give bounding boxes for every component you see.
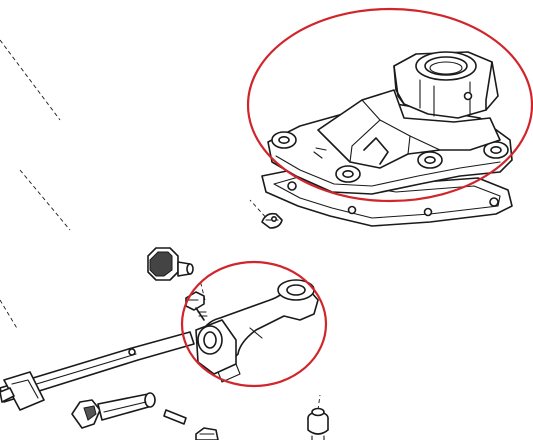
plug (147, 247, 194, 281)
retainer-clip (261, 212, 283, 229)
fitting (307, 407, 329, 440)
roll-pin (163, 409, 187, 425)
pin (71, 392, 156, 429)
bushing (195, 427, 219, 440)
highlight-circle-lever (180, 260, 328, 388)
shift-rod (0, 331, 195, 411)
highlight-circle-housing (246, 7, 533, 203)
shift-lever-housing (267, 51, 513, 195)
shift-lever-arm (195, 279, 319, 383)
